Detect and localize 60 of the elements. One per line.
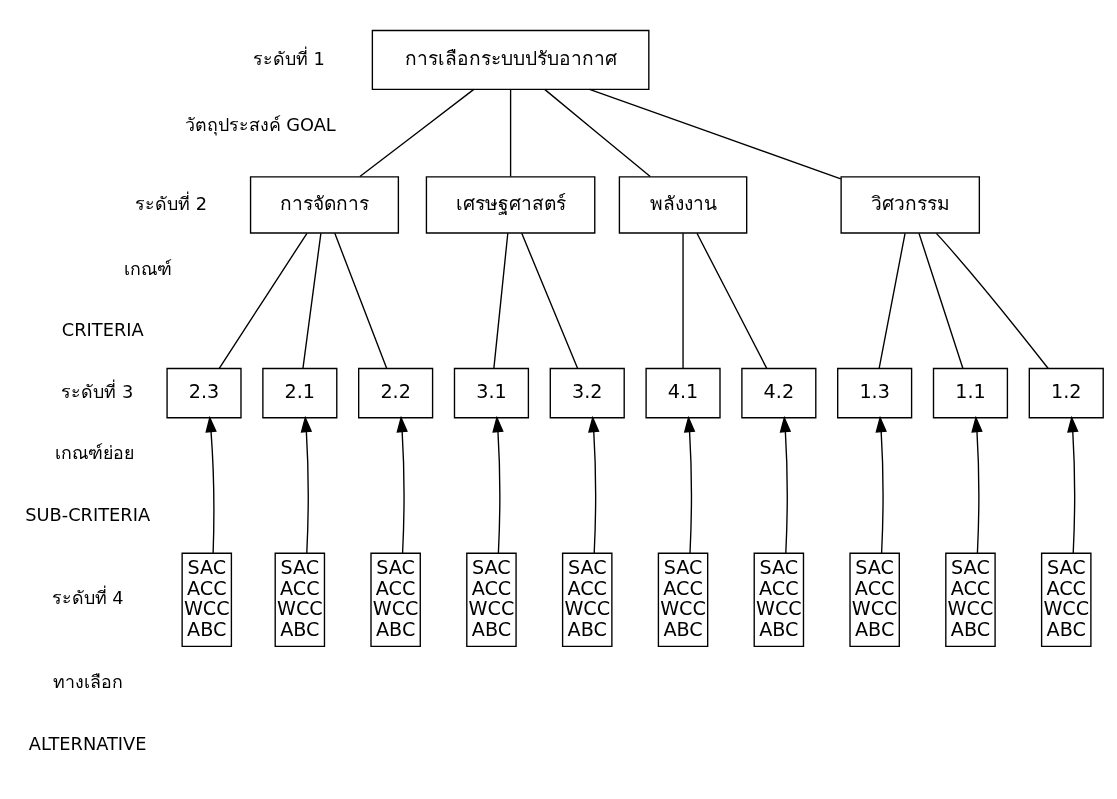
node-box: SAC ACC WCC ABC [657, 552, 709, 647]
label: ระดับที่ 1 [252, 47, 325, 69]
node-box: เศรษฐศาสตร์ [425, 175, 596, 234]
node-box: SAC ACC WCC ABC [561, 552, 613, 647]
connector [493, 232, 509, 369]
connector [302, 232, 322, 369]
connector [935, 232, 1049, 369]
label: ทางเลือก [52, 670, 123, 692]
connector [588, 88, 842, 180]
connector [359, 88, 475, 177]
label: CRITERIA [61, 318, 144, 340]
connector [696, 232, 768, 369]
node-box: SAC ACC WCC ABC [849, 552, 900, 647]
label: ระดับที่ 2 [135, 192, 208, 214]
label: ระดับที่ 3 [61, 380, 134, 402]
connector [521, 232, 579, 369]
connector [543, 88, 651, 177]
node-box: 4.1 [645, 367, 721, 418]
connector [918, 232, 964, 369]
label: เกณฑ์ [123, 257, 172, 279]
label: ALTERNATIVE [28, 732, 147, 754]
arrow [588, 415, 600, 554]
node-box: 2.1 [262, 367, 338, 418]
connector [334, 232, 388, 369]
node-box: 1.1 [932, 367, 1009, 418]
arrow [1067, 415, 1079, 554]
arrow [300, 415, 313, 554]
label: วัตถุประสงค์ GOAL [184, 113, 336, 135]
node-box: 3.1 [453, 367, 530, 418]
arrow [971, 415, 983, 554]
node-box: การจัดการ [249, 175, 400, 234]
node-box: SAC ACC WCC ABC [466, 552, 517, 647]
node-box: 1.2 [1028, 367, 1104, 418]
node-box: 4.2 [741, 367, 817, 418]
node-box: SAC ACC WCC ABC [1040, 552, 1092, 647]
label: SUB-CRITERIA [25, 503, 151, 525]
node-box: SAC ACC WCC ABC [181, 552, 233, 647]
node-box: 3.2 [549, 367, 625, 418]
connector [509, 88, 512, 177]
node-box: SAC ACC WCC ABC [370, 552, 421, 647]
connector [218, 232, 308, 369]
connector [878, 232, 906, 369]
connector [682, 232, 684, 369]
arrow [875, 415, 887, 554]
node-box: 2.3 [166, 367, 242, 418]
label: เกณฑ์ย่อย [55, 441, 135, 463]
node-box: SAC ACC WCC ABC [274, 552, 326, 647]
arrow [205, 415, 217, 554]
node-box: 1.3 [837, 367, 913, 418]
label: ระดับที่ 4 [51, 586, 124, 608]
node-box: การเลือกระบบปรับอากาศ [371, 29, 650, 90]
arrow [492, 415, 504, 554]
node-box: พลังงาน [618, 175, 748, 234]
node-box: 2.2 [358, 367, 434, 418]
node-box: SAC ACC WCC ABC [753, 552, 805, 647]
node-box: วิศวกรรม [840, 175, 981, 234]
node-box: SAC ACC WCC ABC [945, 552, 996, 647]
arrow [779, 415, 792, 554]
arrow [396, 415, 408, 554]
arrow [683, 415, 696, 554]
